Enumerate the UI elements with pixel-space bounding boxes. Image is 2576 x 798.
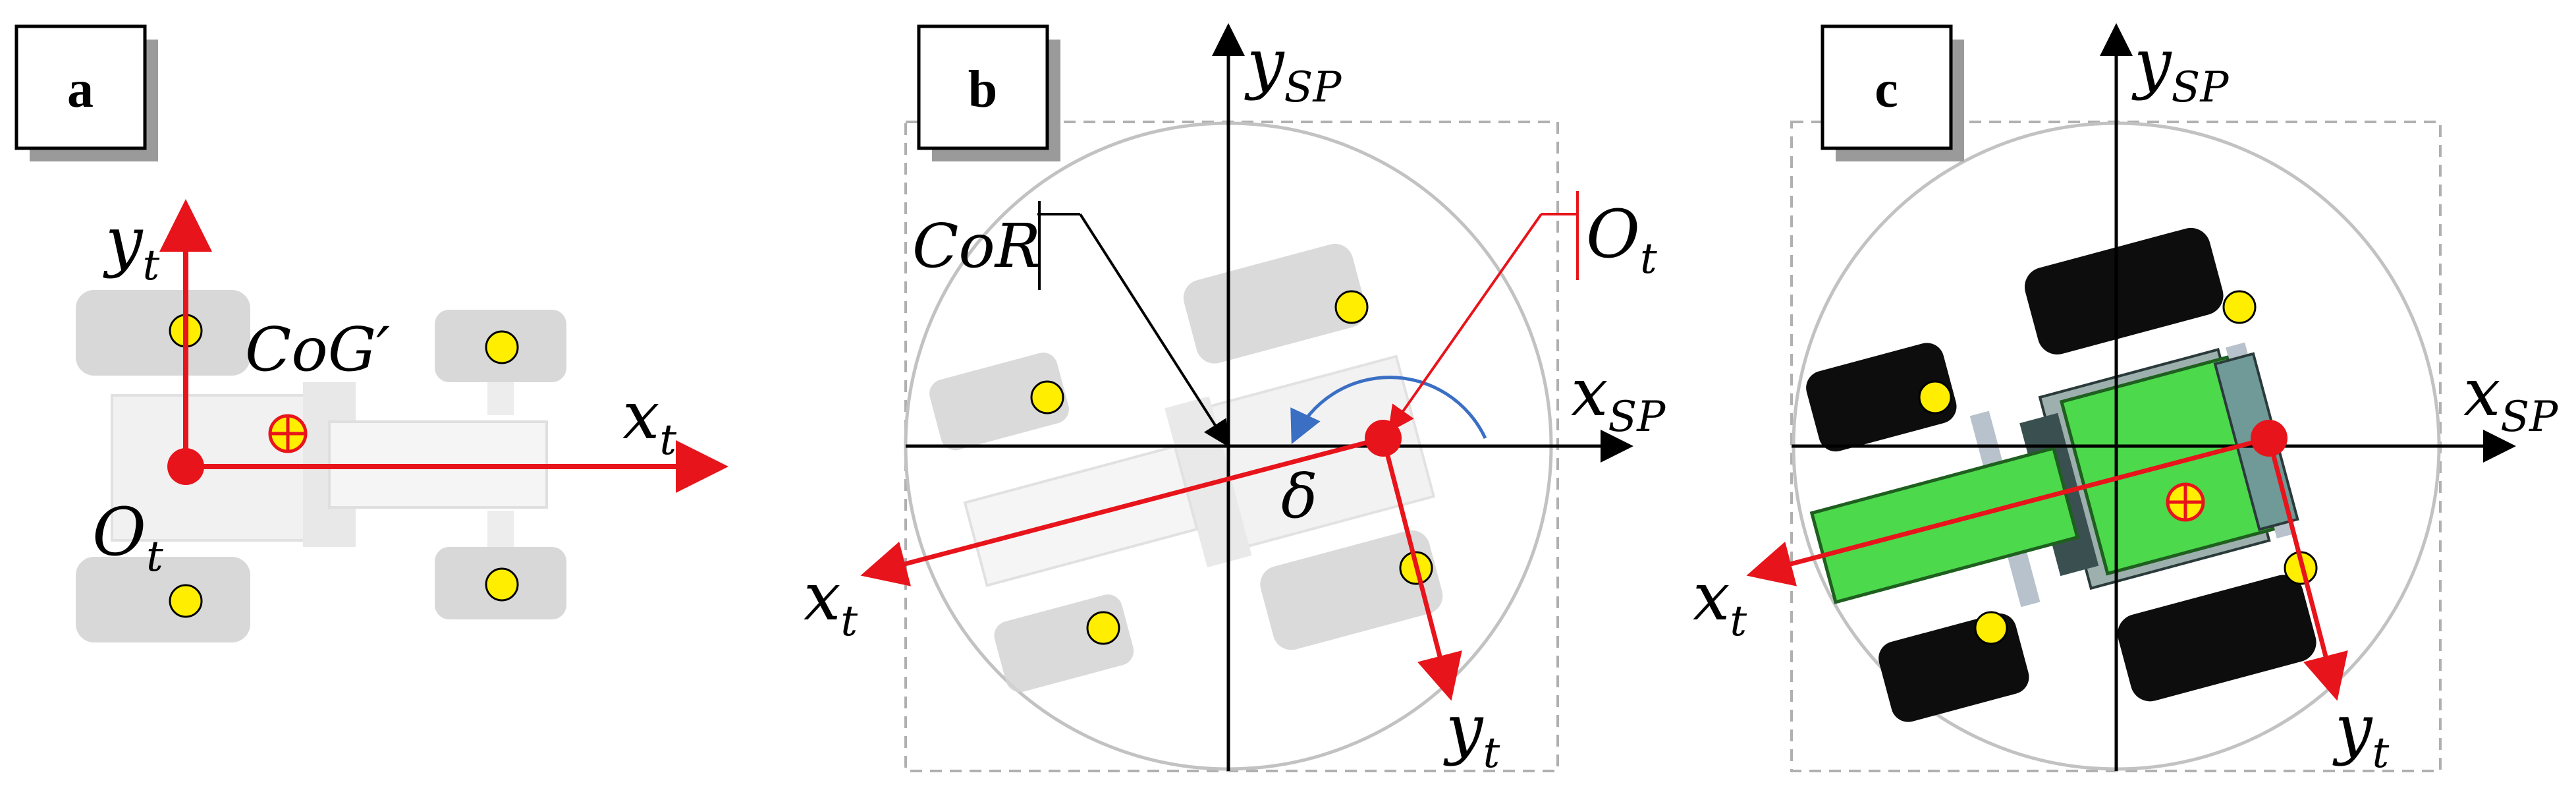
panel-c-label-box: c bbox=[1821, 24, 1964, 161]
label-xt-c: xt bbox=[1693, 558, 1747, 646]
panel-a-label-box: a bbox=[14, 24, 158, 161]
label-yt-b: yt bbox=[1443, 690, 1500, 778]
ghost-tractor-a bbox=[76, 290, 566, 642]
ot-arrow-b bbox=[1388, 213, 1543, 433]
label-xt-a: xt bbox=[622, 377, 676, 465]
wheel-markers-a bbox=[169, 314, 519, 618]
xt-axis-c bbox=[1746, 436, 2270, 586]
label-ysp-c: ySP bbox=[2131, 24, 2229, 112]
panel-b: b ySP xSP xt y bbox=[804, 23, 1666, 778]
label-xt-b: xt bbox=[804, 558, 858, 646]
label-yt-a: yt bbox=[103, 202, 160, 290]
cog-marker-a bbox=[268, 414, 308, 453]
xt-axis-b bbox=[860, 436, 1384, 586]
label-cog-a: CoG′ bbox=[245, 314, 390, 385]
label-ot-a: Ot bbox=[92, 494, 163, 581]
panel-a-letter: a bbox=[67, 61, 94, 119]
panel-c-letter: c bbox=[1875, 61, 1898, 119]
ghost-tractor-b bbox=[929, 244, 1443, 693]
delta-angle-arc-b bbox=[1290, 376, 1487, 445]
cog-marker-c bbox=[2166, 482, 2205, 522]
origin-ot-b bbox=[1365, 420, 1402, 457]
label-ysp-b: ySP bbox=[1244, 24, 1342, 112]
label-ot-b: Ot bbox=[1586, 196, 1657, 283]
origin-ot-a bbox=[167, 448, 204, 485]
yt-axis-b bbox=[1381, 438, 1462, 701]
label-xsp-c: xSP bbox=[2463, 354, 2558, 442]
origin-ot-c bbox=[2251, 420, 2288, 457]
wheel-markers-b bbox=[1030, 290, 1433, 645]
yt-axis-c bbox=[2266, 438, 2348, 701]
cor-arrow-b bbox=[1079, 213, 1230, 447]
label-yt-c: yt bbox=[2332, 690, 2390, 778]
panel-c: c bbox=[1693, 23, 2558, 778]
panel-b-label-box: b bbox=[917, 24, 1060, 161]
panel-a: a yt xt Ot CoG′ bbox=[14, 24, 728, 642]
label-xsp-b: xSP bbox=[1571, 354, 1666, 442]
label-cor-b: CoR bbox=[912, 211, 1041, 281]
panel-b-letter: b bbox=[968, 61, 998, 119]
label-delta-b: δ bbox=[1281, 461, 1317, 532]
